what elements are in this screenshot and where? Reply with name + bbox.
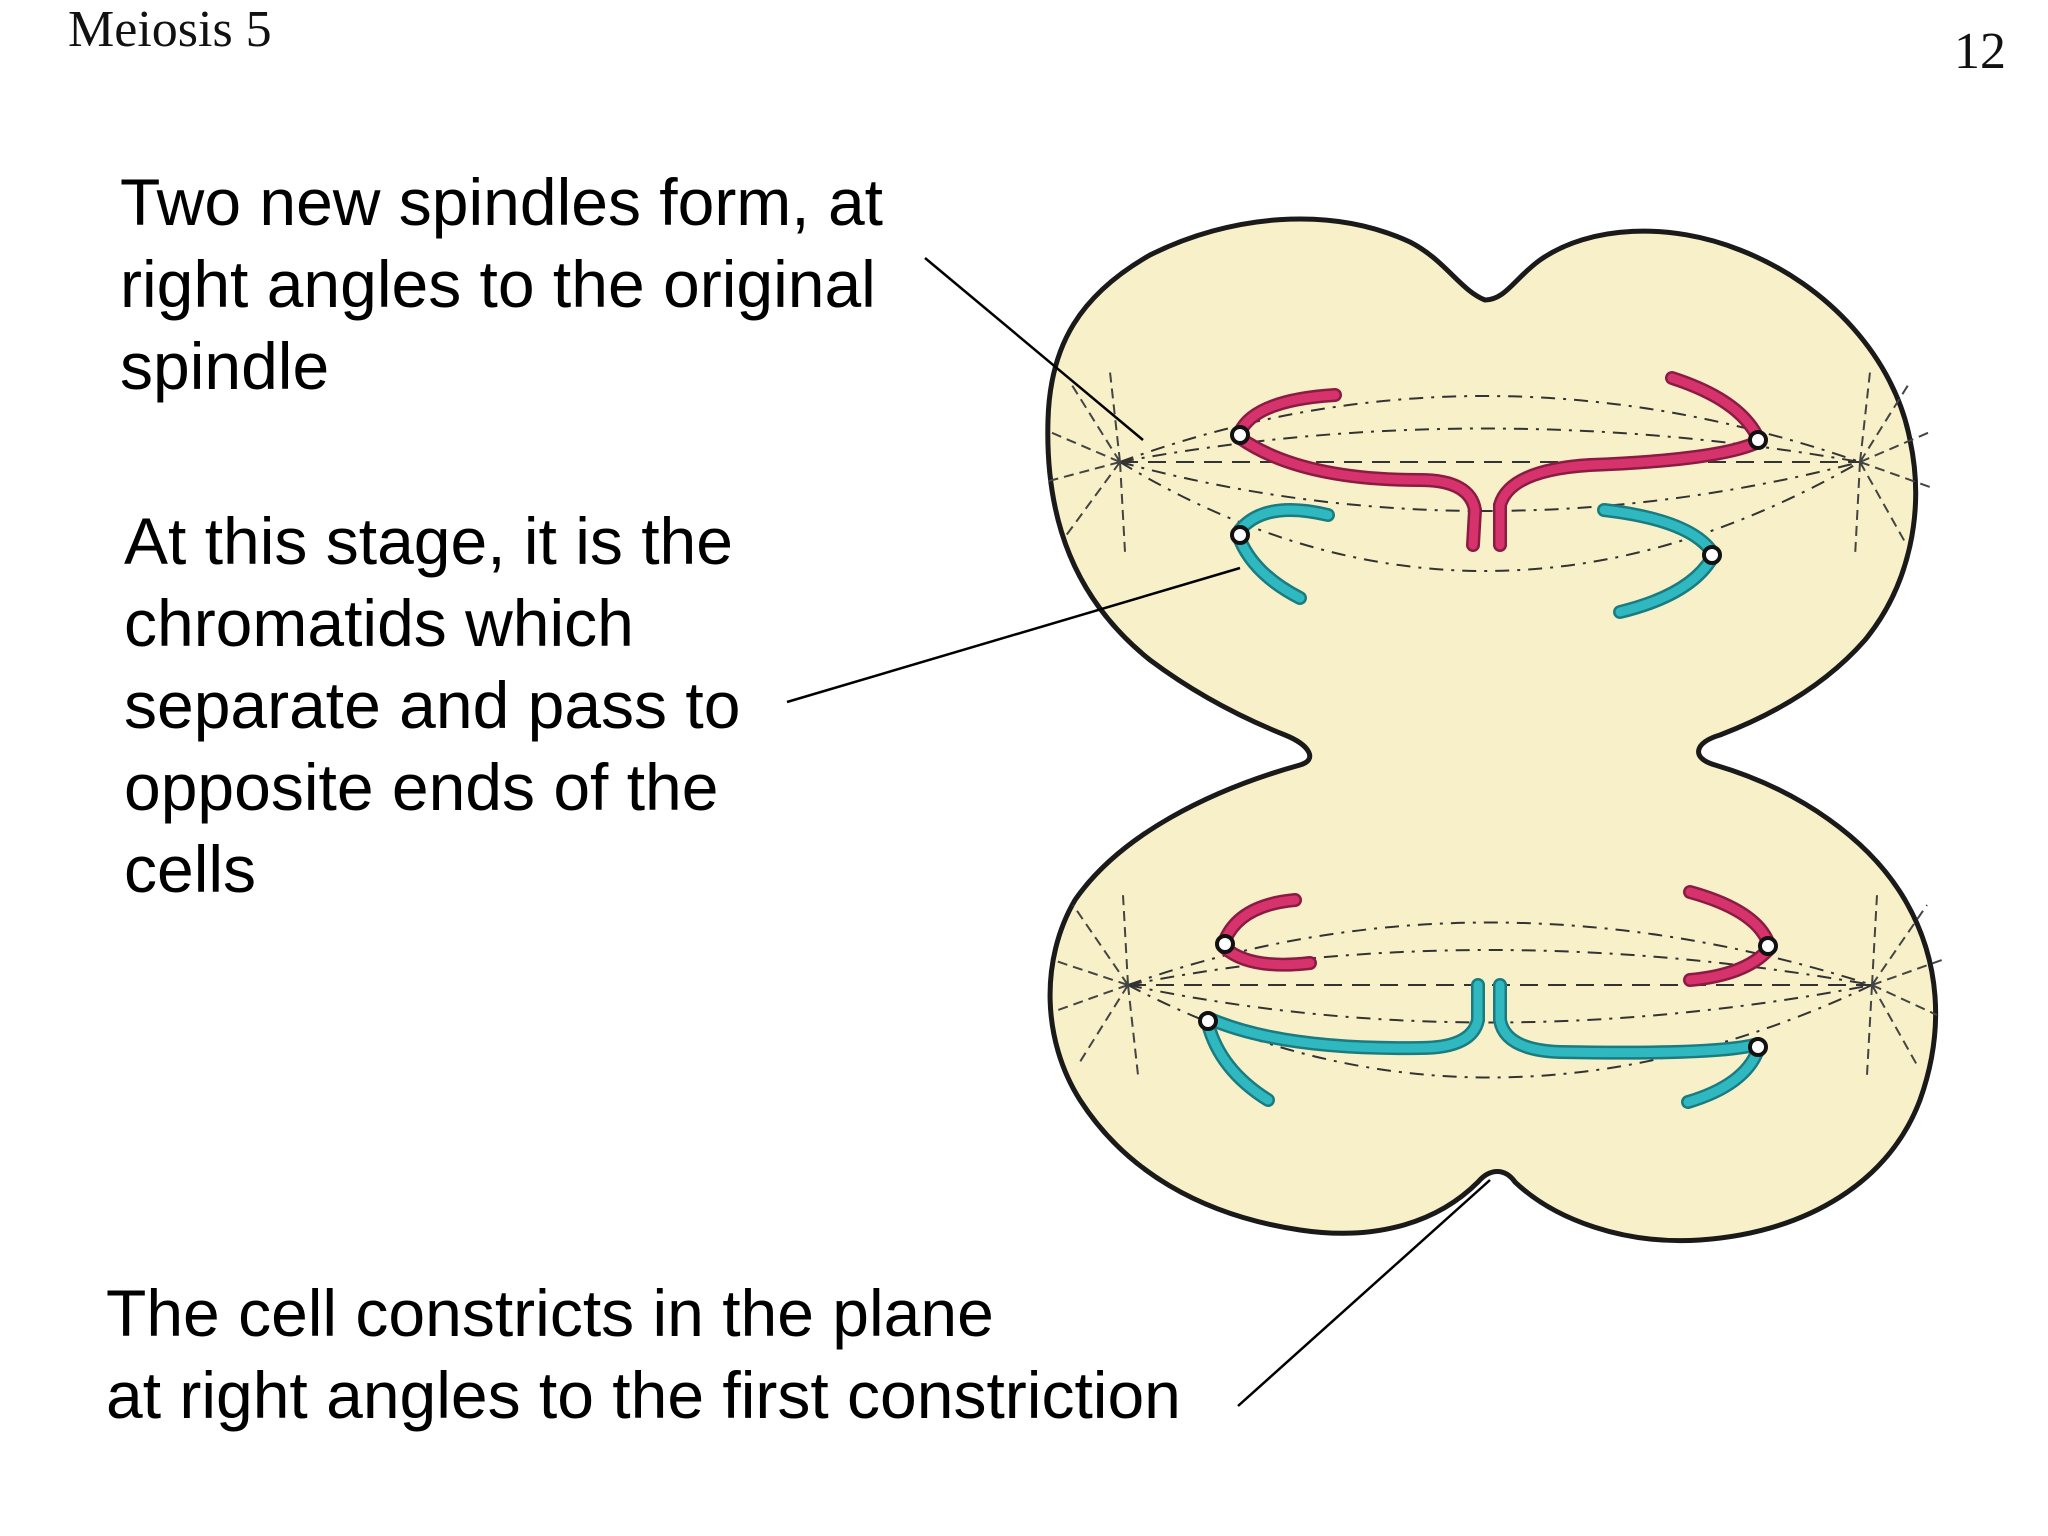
caption-chromatids-line-1: At this stage, it is the bbox=[124, 504, 733, 578]
lower-teal-chromatids bbox=[1201, 978, 1765, 1109]
caption-spindles-line-3: spindle bbox=[120, 329, 330, 403]
leader-line-spindles bbox=[924, 257, 1144, 441]
leader-lines bbox=[786, 257, 1491, 1407]
centromere bbox=[1215, 934, 1235, 954]
caption-chromatids: At this stage, it is the chromatids whic… bbox=[124, 500, 740, 910]
lower-red-chromatids bbox=[1218, 885, 1775, 987]
centromere bbox=[1230, 525, 1250, 545]
cell-outline bbox=[1045, 216, 1939, 1244]
centromere bbox=[1748, 1037, 1768, 1057]
upper-red-chromatids bbox=[1233, 371, 1765, 552]
centromere bbox=[1702, 545, 1722, 565]
caption-chromatids-line-5: cells bbox=[124, 832, 257, 906]
caption-constriction-line-2: at right angles to the first constrictio… bbox=[106, 1358, 1181, 1432]
page-number: 12 bbox=[1954, 23, 2006, 80]
leader-line-constriction bbox=[1237, 1179, 1491, 1407]
caption-spindles: Two new spindles form, at right angles t… bbox=[120, 161, 883, 407]
centromeres bbox=[1198, 425, 1778, 1057]
centromere bbox=[1198, 1011, 1218, 1031]
caption-chromatids-line-4: opposite ends of the bbox=[124, 750, 719, 824]
caption-chromatids-line-3: separate and pass to bbox=[124, 668, 741, 742]
caption-chromatids-line-2: chromatids which bbox=[124, 586, 634, 660]
slide-title: Meiosis 5 bbox=[68, 1, 272, 58]
caption-constriction-line-1: The cell constricts in the plane bbox=[106, 1276, 994, 1350]
centromere bbox=[1758, 936, 1778, 956]
centromere bbox=[1230, 425, 1250, 445]
aster-rays bbox=[1044, 371, 1943, 1076]
leader-line-chromatids bbox=[786, 566, 1241, 704]
caption-spindles-line-2: right angles to the original bbox=[120, 247, 876, 321]
upper-teal-chromatids bbox=[1233, 503, 1719, 619]
centromere bbox=[1748, 430, 1768, 450]
caption-spindles-line-1: Two new spindles form, at bbox=[120, 165, 883, 239]
caption-constriction: The cell constricts in the plane at righ… bbox=[106, 1272, 1181, 1436]
